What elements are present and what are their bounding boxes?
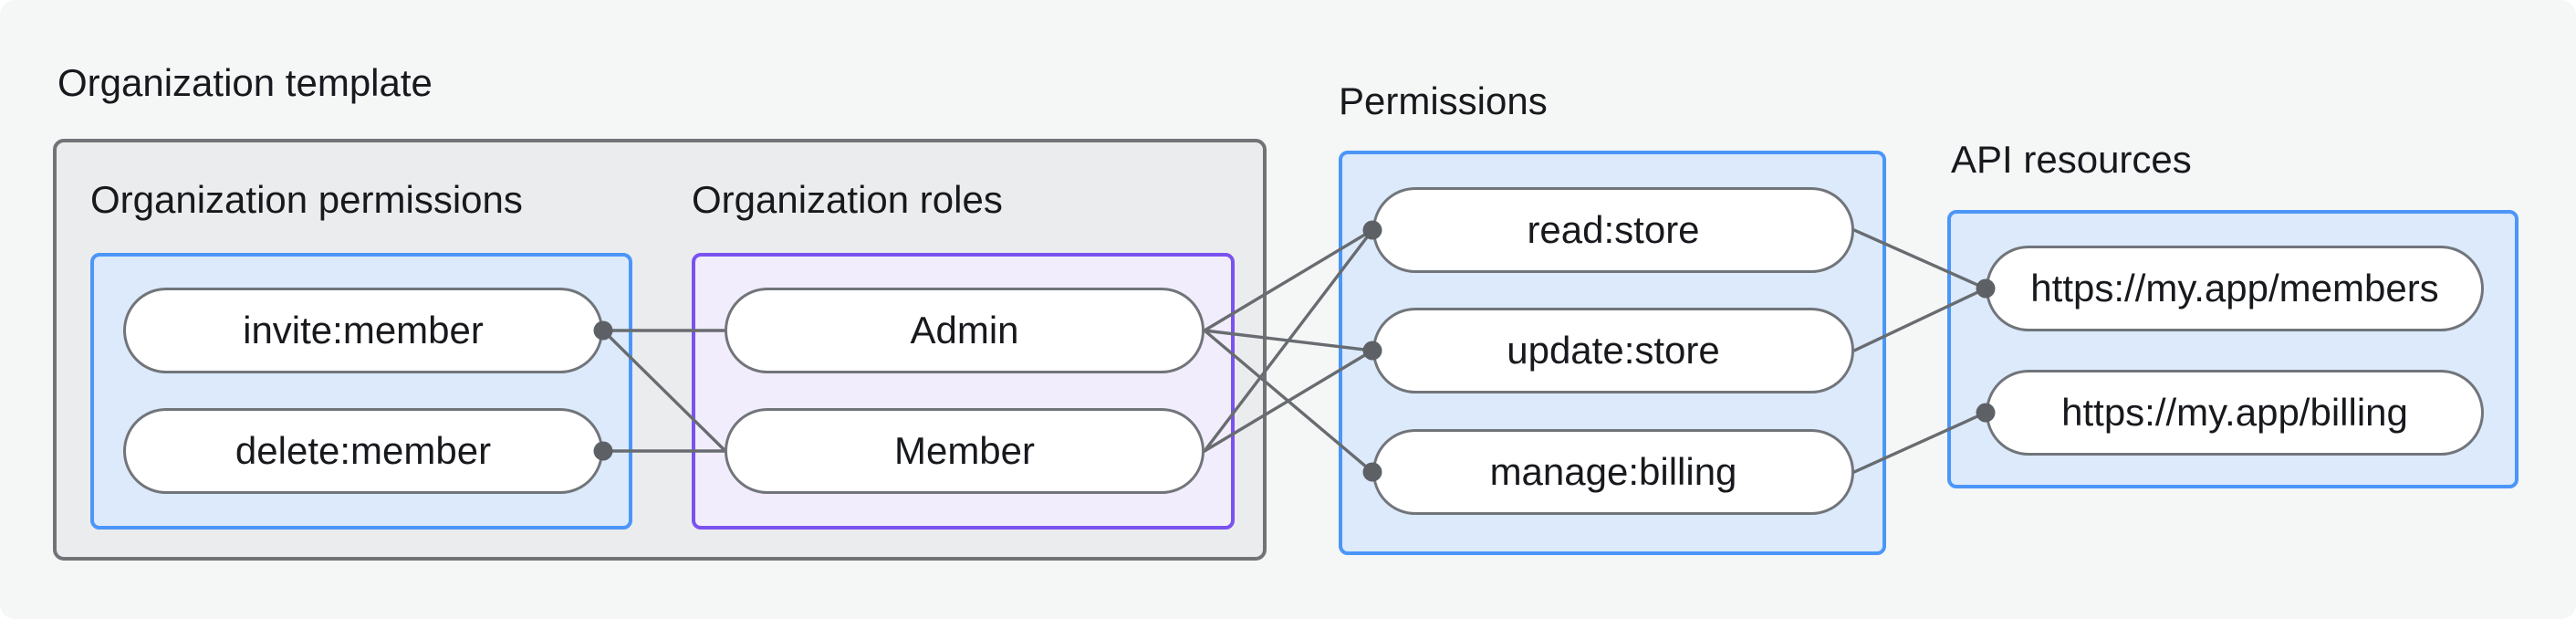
node-invite-member: invite:member: [123, 288, 603, 373]
node-delete-member: delete:member: [123, 408, 603, 494]
node-read-store: read:store: [1372, 187, 1854, 273]
permissions-label: Permissions: [1339, 79, 1548, 122]
organization-permissions-label: Organization permissions: [90, 178, 523, 221]
node-manage-billing: manage:billing: [1372, 429, 1854, 515]
node-api-billing: https://my.app/billing: [1986, 370, 2484, 456]
node-update-store: update:store: [1372, 308, 1854, 393]
node-member-role: Member: [725, 408, 1205, 494]
node-api-members: https://my.app/members: [1986, 246, 2484, 331]
diagram-title: Organization template: [57, 61, 433, 104]
api-resources-label: API resources: [1951, 138, 2192, 181]
organization-roles-label: Organization roles: [692, 178, 1003, 221]
node-admin-role: Admin: [725, 288, 1205, 373]
